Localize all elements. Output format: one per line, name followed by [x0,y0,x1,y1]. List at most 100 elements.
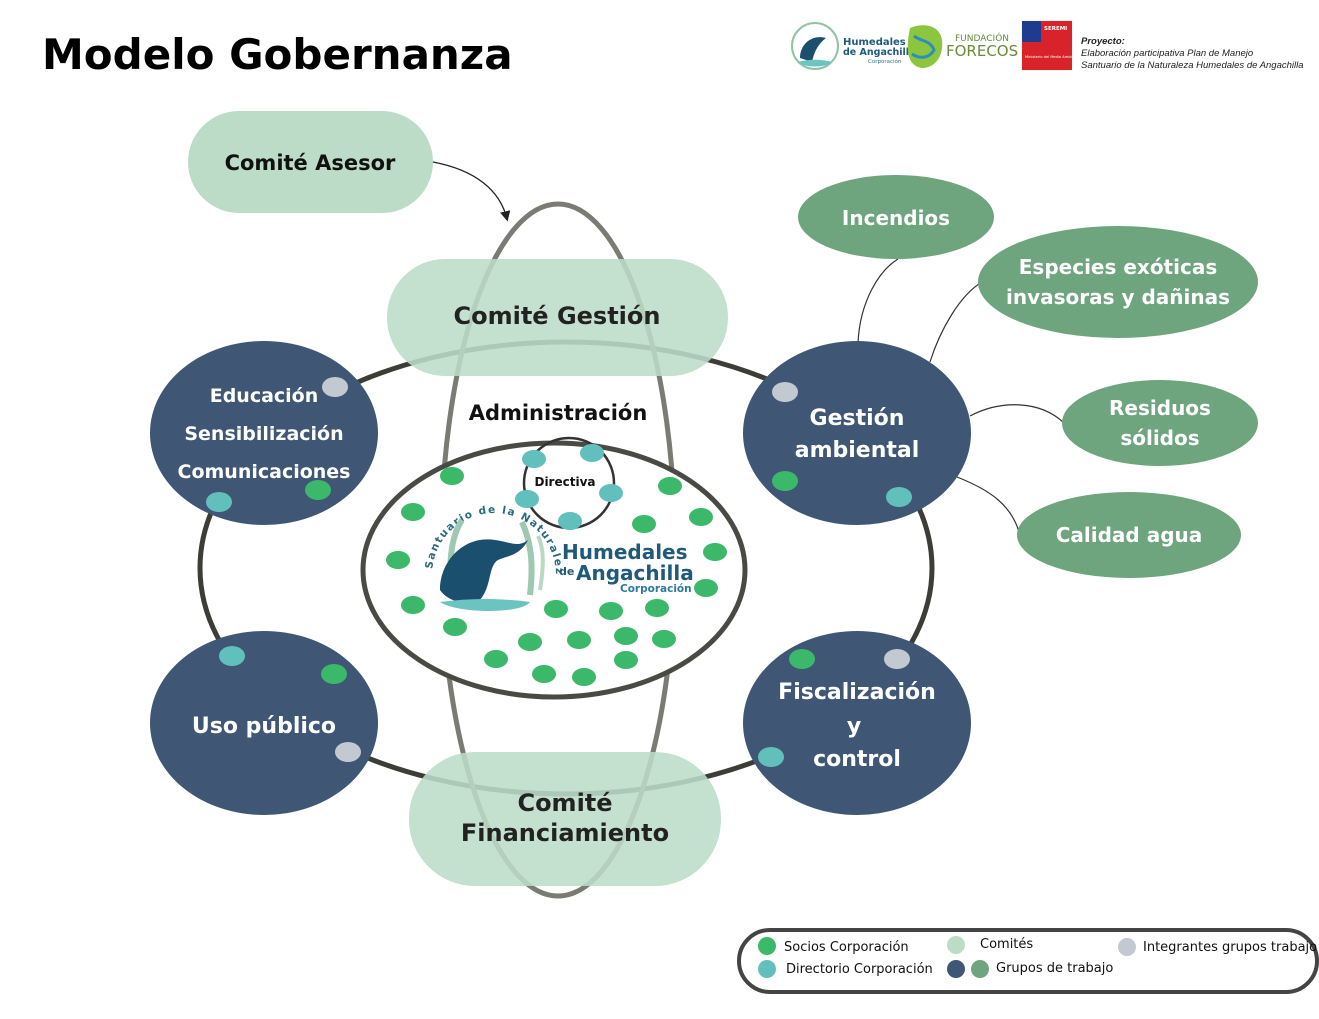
project-caption: Proyecto: Elaboración participativa Plan… [1081,36,1304,72]
legend-integrantes-label: Integrantes grupos trabajo [1143,940,1317,955]
logo-line3: Corporación [620,583,692,595]
directorio-dot [219,646,245,666]
grupo-gestion-ambiental-line-1: Gestión [810,406,905,431]
humedales-header-line-1: Humedales [843,37,906,48]
logo-line1: Humedales [562,540,688,564]
socios-dots [386,467,727,686]
comite-gestion-label: Comité Gestión [454,302,661,330]
integrante-dot [772,382,798,402]
project-line-1: Elaboración participativa Plan de Manejo [1081,48,1254,59]
grupo-fiscalizacion-line-2: y [847,714,861,739]
legend: Socios Corporación Directorio Corporació… [737,928,1319,994]
directiva-label: Directiva [534,475,595,489]
socio-dot [652,630,676,648]
directorio-dot [580,444,604,462]
socio-dot [484,650,508,668]
directorio-dot [206,492,232,512]
directorio-dot [599,484,623,502]
socio-dot [632,515,656,533]
legend-grupos-label: Grupos de trabajo [996,961,1113,976]
legend-grupos-dark-swatch [947,960,965,978]
grupo-educacion-line-3: Comunicaciones [178,461,351,483]
humedales-header-logo: Humedales de Angachilla Corporación [791,22,915,70]
socio-dot [572,668,596,686]
forecos-line-1: FUNDACIÓN [955,32,1009,44]
socio-dot [443,618,467,636]
legend-comites-label: Comités [980,937,1033,952]
comite-financiamiento-label-2: Financiamiento [461,819,669,847]
socio-dot [321,664,347,684]
socio-dot [567,631,591,649]
comite-gestion[interactable]: Comité Gestión [387,259,728,376]
seremi-line-1: SEREMI [1044,26,1067,32]
grupo-uso-publico[interactable]: Uso público [150,631,378,815]
project-line-2: Santuario de la Naturaleza Humedales de … [1081,60,1304,71]
socio-dot [599,602,623,620]
subgrupo-incendios-label: Incendios [842,206,950,230]
directorio-dot [515,490,539,508]
subgrupo-especies[interactable]: Especies exóticas invasoras y dañinas [978,226,1258,338]
subgrupo-residuos[interactable]: Residuos sólidos [1062,380,1258,466]
socio-dot [772,471,798,491]
legend-grupos-light-swatch [971,960,989,978]
asesor-arrow [432,161,511,222]
comite-financiamiento[interactable]: Comité Financiamiento [409,752,721,886]
seremi-logo: SEREMI Ministerio del Medio Ambiente [1021,20,1080,71]
socio-dot [614,651,638,669]
project-label: Proyecto: [1081,36,1125,47]
page-title: Modelo Gobernanza [42,30,513,79]
humedales-header-line-2: de Angachilla [843,47,915,58]
subgrupo-residuos-line-2: sólidos [1120,426,1199,450]
socio-dot [645,599,669,617]
legend-comites-swatch [947,936,965,954]
grupo-educacion-line-1: Educación [210,385,319,407]
grupo-fiscalizacion-line-1: Fiscalización [778,680,936,705]
socio-dot [703,543,727,561]
socio-dot [689,508,713,526]
grupo-fiscalizacion[interactable]: Fiscalización y control [743,631,971,815]
socio-dot [532,665,556,683]
logo-line2: Angachilla [576,561,694,585]
subgrupo-calidad-agua-label: Calidad agua [1056,523,1203,547]
grupo-uso-publico-line-1: Uso público [192,714,336,739]
directorio-dot [886,487,912,507]
grupo-fiscalizacion-line-3: control [813,747,901,772]
socio-dot [614,627,638,645]
comite-asesor[interactable]: Comité Asesor [188,111,433,213]
legend-integrantes-swatch [1118,938,1136,956]
socio-dot [518,633,542,651]
grupo-gestion-ambiental-line-2: ambiental [795,438,920,463]
integrante-dot [335,742,361,762]
socio-dot [401,503,425,521]
socio-dot [544,600,568,618]
subgrupo-especies-line-1: Especies exóticas [1019,255,1217,279]
grupo-gestion-ambiental[interactable]: Gestión ambiental [743,341,971,525]
directorio-dot [758,747,784,767]
directorio-dots [515,444,623,530]
administracion-label: Administración [469,401,648,425]
directorio-dot [558,512,582,530]
forecos-logo: FUNDACIÓN FORECOS [907,25,1018,68]
legend-directorio-swatch [758,960,776,978]
grupo-educacion[interactable]: Educación Sensibilización Comunicaciones [150,341,378,525]
subgrupo-calidad-agua[interactable]: Calidad agua [1017,492,1241,578]
subgroup-connectors [857,258,1065,536]
socio-dot [305,480,331,500]
subgrupo-residuos-line-1: Residuos [1109,396,1211,420]
integrante-dot [322,377,348,397]
legend-socios-label: Socios Corporación [784,940,909,955]
legend-socios-swatch [758,937,776,955]
socio-dot [386,551,410,569]
forecos-line-2: FORECOS [946,42,1018,60]
seremi-line-2: Ministerio del Medio Ambiente [1025,55,1080,59]
socio-dot [440,467,464,485]
subgrupo-especies-line-2: invasoras y dañinas [1006,285,1230,309]
subgrupo-incendios[interactable]: Incendios [798,175,994,259]
comite-financiamiento-label-1: Comité [517,789,612,817]
integrante-dot [884,649,910,669]
legend-directorio-label: Directorio Corporación [786,962,933,977]
socio-dot [658,477,682,495]
logo-de: de [559,565,574,578]
socio-dot [789,649,815,669]
directorio-dot [522,450,546,468]
